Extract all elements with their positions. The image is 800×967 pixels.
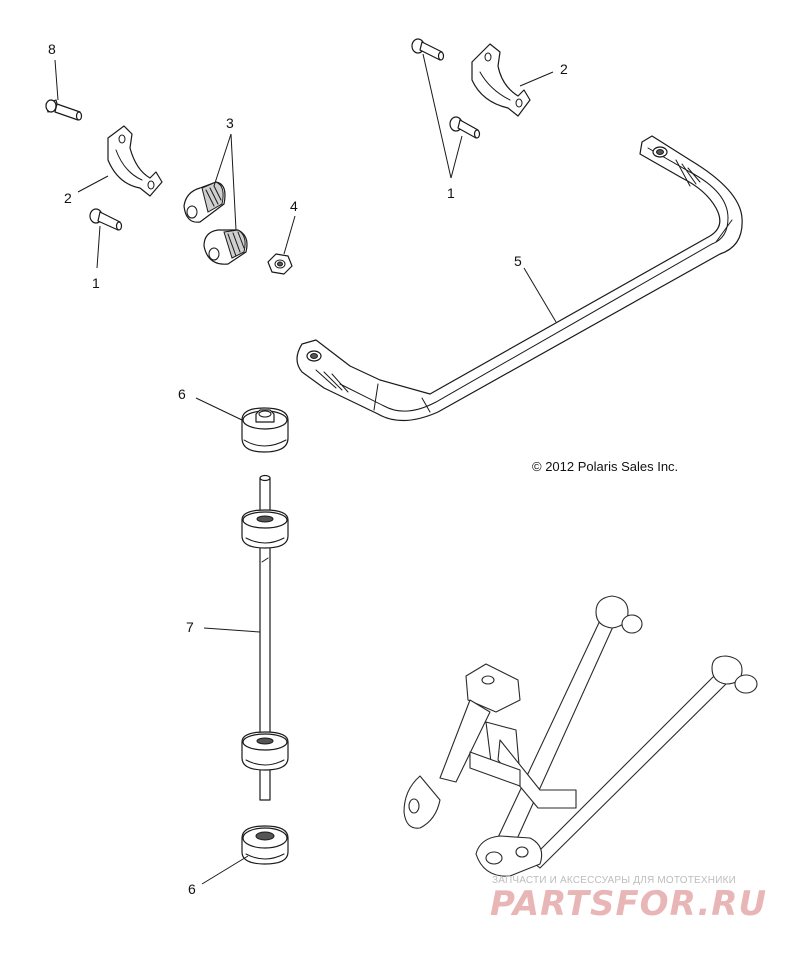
callout-3: 3 bbox=[226, 115, 234, 131]
split-bushings-part bbox=[183, 181, 248, 265]
leader-line-1-right-b bbox=[450, 135, 463, 179]
stabilizer-bar-part bbox=[296, 135, 743, 422]
callout-2-left: 2 bbox=[64, 190, 72, 206]
right-bracket-part bbox=[471, 43, 531, 117]
flange-nut-part bbox=[267, 253, 293, 275]
callout-2-right: 2 bbox=[560, 61, 568, 77]
bottom-bushing-part bbox=[241, 825, 289, 865]
left-bracket-part bbox=[107, 125, 163, 197]
callout-5: 5 bbox=[514, 253, 522, 269]
leader-line-8 bbox=[54, 59, 59, 101]
leader-line-7 bbox=[203, 627, 261, 633]
leader-line-1-right-a bbox=[422, 53, 452, 179]
watermark-tagline: ЗАПЧАСТИ И АКСЕССУАРЫ ДЛЯ МОТОТЕХНИКИ bbox=[492, 875, 736, 886]
right-short-bolts-part bbox=[411, 38, 481, 139]
leader-line-3b bbox=[230, 133, 237, 231]
callout-1-left: 1 bbox=[92, 275, 100, 291]
left-short-bolt-part bbox=[89, 208, 123, 231]
leader-line-2-left bbox=[77, 175, 109, 193]
a-arm-reference-part bbox=[403, 595, 758, 877]
callout-1-right: 1 bbox=[447, 185, 455, 201]
long-bolt-part bbox=[45, 99, 83, 121]
leader-line-4 bbox=[283, 215, 296, 255]
leader-line-6-top bbox=[195, 397, 243, 421]
leader-line-5 bbox=[523, 267, 557, 323]
leader-line-2-right bbox=[519, 71, 554, 87]
leader-line-6-bottom bbox=[201, 855, 249, 885]
copyright-text: © 2012 Polaris Sales Inc. bbox=[532, 459, 678, 474]
link-rod-part bbox=[241, 474, 289, 801]
callout-8: 8 bbox=[48, 41, 56, 57]
callout-6-top: 6 bbox=[178, 386, 186, 402]
watermark-brand: PARTSFOR.RU bbox=[490, 884, 767, 924]
watermark-logo: ЗАПЧАСТИ И АКСЕССУАРЫ ДЛЯ МОТОТЕХНИКИ PA… bbox=[490, 875, 767, 924]
leader-line-1-left bbox=[96, 225, 101, 269]
callout-7: 7 bbox=[186, 619, 194, 635]
callout-6-bottom: 6 bbox=[188, 881, 196, 897]
callout-4: 4 bbox=[290, 198, 298, 214]
top-bushing-part bbox=[241, 407, 289, 453]
leader-line-3a bbox=[213, 133, 232, 187]
